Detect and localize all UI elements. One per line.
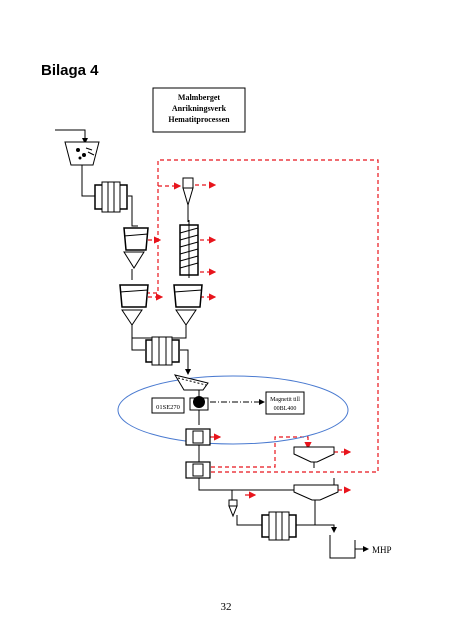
product-bin: MHP (329, 535, 392, 559)
separator-1 (123, 227, 149, 269)
magnetit-label-2: 00BL400 (274, 406, 297, 412)
pump-2 (185, 461, 211, 479)
thickener-1 (293, 446, 335, 468)
product-label: MHP (372, 545, 392, 555)
pump-1 (185, 428, 211, 446)
header-box: Malmberget Anrikningsverk Hematitprocess… (152, 87, 246, 133)
thickener-2 (293, 484, 339, 501)
separator-2 (119, 284, 149, 326)
magnetit-label-1: Magnetit till (270, 397, 300, 403)
header-line-1: Malmberget (178, 93, 221, 102)
magnetit-box: Magnetit till 00BL400 (265, 391, 305, 415)
magnetic-separator-group (117, 375, 349, 445)
secondary-drum (145, 336, 180, 366)
page-number: 32 (220, 601, 232, 613)
header-line-2: Anrikningsverk (172, 104, 227, 113)
header-line-3: Hematitprocessen (168, 115, 230, 124)
separator-3 (173, 284, 203, 326)
page-title: Bilaga 4 (41, 62, 99, 79)
primary-drum (94, 181, 128, 213)
tag-box-left: 01SE270 (151, 397, 185, 414)
recycle-lines (134, 159, 379, 499)
tag-left-label: 01SE270 (156, 404, 180, 411)
feed-hopper (55, 129, 100, 166)
magnetic-drum (189, 396, 209, 411)
screen (173, 374, 209, 391)
hydrocyclone-top (182, 177, 194, 207)
spiral-classifier (179, 220, 199, 278)
filter-drum (261, 511, 297, 541)
hydrocyclone-bottom (228, 499, 238, 518)
